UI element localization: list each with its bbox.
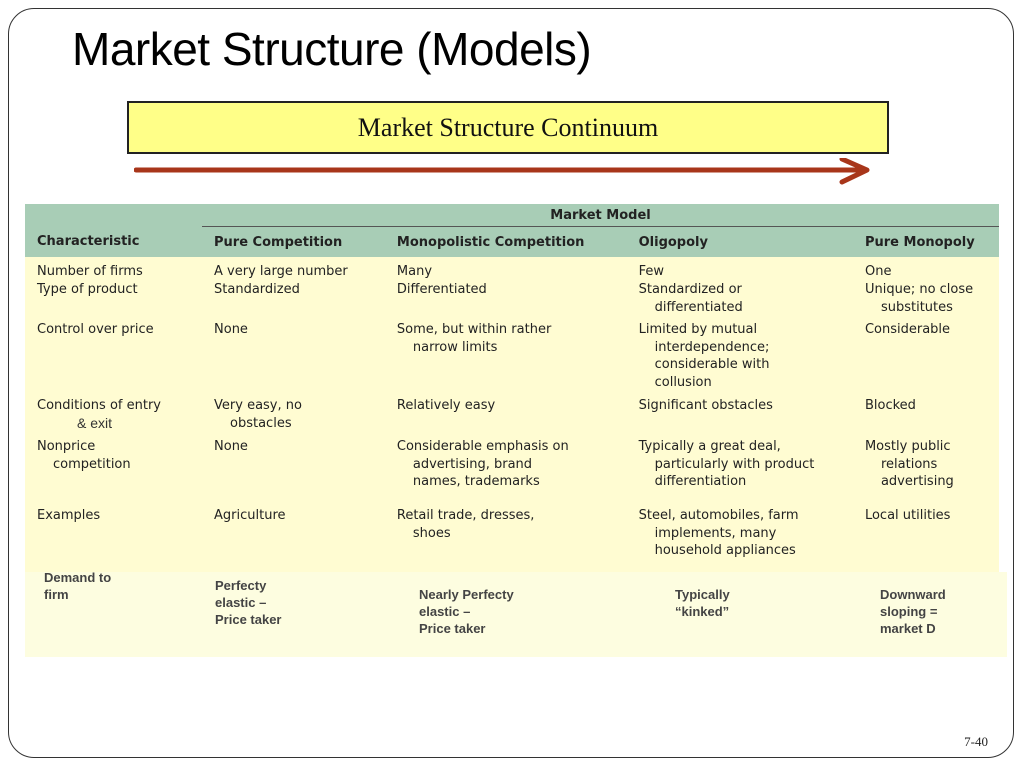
table-cell: One <box>864 264 892 279</box>
table-cell: Standardized or differentiated <box>638 282 743 315</box>
table-row: Number of firms A very large number Many… <box>25 257 999 281</box>
slide-title: Market Structure (Models) <box>72 23 592 75</box>
table-cell: Standardized <box>214 282 300 297</box>
col-header-oligopoly: Oligopoly <box>626 226 853 257</box>
demand-pure-monopoly: Downward sloping = market D <box>880 587 946 636</box>
table-row: Nonprice competition None Considerable e… <box>25 438 999 507</box>
table-row: Type of product Standardized Differentia… <box>25 281 999 321</box>
col-header-characteristic: Characteristic <box>25 226 203 257</box>
table-cell: Blocked <box>864 398 916 413</box>
demand-to-firm-row: Demand to firm Perfecty elastic – Price … <box>25 570 1007 657</box>
continuum-label-box: Market Structure Continuum <box>127 101 889 154</box>
table-cell: None <box>214 439 248 454</box>
table-cell: Relatively easy <box>396 398 496 413</box>
col-header-monopolistic-competition: Monopolistic Competition <box>384 226 627 257</box>
table-cell: Mostly public relations advertising <box>864 439 954 489</box>
col-header-pure-competition: Pure Competition <box>202 226 385 257</box>
table-cell: A very large number <box>214 264 348 279</box>
table-row: Control over price None Some, but within… <box>25 321 999 397</box>
continuum-arrow <box>134 158 870 185</box>
row-label: Nonprice competition <box>37 439 131 472</box>
table-cell: Unique; no close substitutes <box>864 282 974 315</box>
table-cell: Considerable emphasis on advertising, br… <box>396 439 569 489</box>
table-cell: None <box>214 322 248 337</box>
table-cell: Steel, automobiles, farm implements, man… <box>638 508 799 558</box>
row-label: Conditions of entry <box>37 398 161 413</box>
market-model-table: Market Model Characteristic Pure Competi… <box>25 204 999 572</box>
table-row: Examples Agriculture Retail trade, dress… <box>25 507 999 560</box>
table-cell: Very easy, no obstacles <box>214 398 302 431</box>
table-cell: Significant obstacles <box>638 398 773 413</box>
row-label: Control over price <box>37 322 154 337</box>
table-cell: Many <box>396 264 433 279</box>
row-label: Type of product <box>37 282 138 297</box>
row-label: Examples <box>37 508 101 523</box>
page-number: 7-40 <box>964 734 988 749</box>
table-cell: Some, but within rather narrow limits <box>396 322 552 355</box>
table-cell: Typically a great deal, particularly wit… <box>638 439 815 489</box>
demand-pure-competition: Perfecty elastic – Price taker <box>215 578 282 627</box>
table-cell: Limited by mutual interdependence; consi… <box>638 322 770 390</box>
market-model-header: Market Model <box>202 204 999 227</box>
demand-row-label: Demand to firm <box>44 570 112 602</box>
demand-monopolistic-competition: Nearly Perfecty elastic – Price taker <box>419 587 514 636</box>
entry-exit-note: & exit <box>77 414 113 431</box>
col-header-pure-monopoly: Pure Monopoly <box>852 226 999 257</box>
table-cell: Few <box>638 264 665 279</box>
table-cell: Retail trade, dresses, shoes <box>396 508 535 541</box>
table-cell: Considerable <box>864 322 951 337</box>
table-row: Conditions of entry & exit Very easy, no… <box>25 397 999 438</box>
table-cell: Agriculture <box>214 508 286 523</box>
table-cell: Differentiated <box>396 282 487 297</box>
demand-oligopoly: Typically “kinked” <box>675 587 730 619</box>
row-label: Number of firms <box>37 264 143 279</box>
continuum-label: Market Structure Continuum <box>357 112 659 142</box>
table-cell: Local utilities <box>864 508 951 523</box>
